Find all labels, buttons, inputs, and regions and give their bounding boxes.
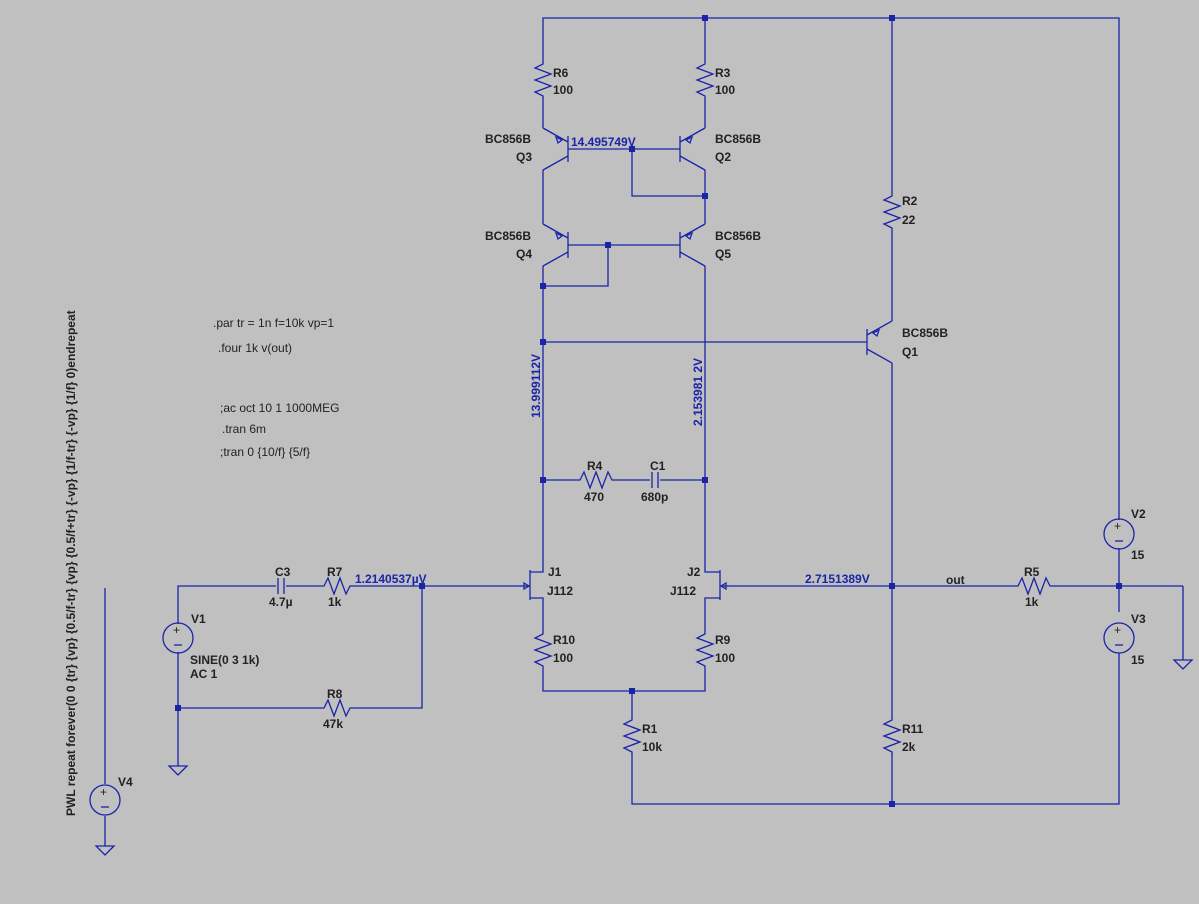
v2-ref: V2 (1131, 507, 1146, 521)
q1-model: BC856B (902, 326, 948, 340)
voltage-source-v1[interactable]: + V1 SINE(0 3 1k) AC 1 (162, 612, 259, 681)
directive-ac[interactable]: ;ac oct 10 1 1000MEG (220, 401, 339, 415)
voltage-left-branch: 13.999112V (529, 354, 543, 418)
jfet-j1[interactable]: J1 J112 (520, 560, 573, 610)
voltage-source-v3[interactable]: + V3 15 (1103, 612, 1146, 667)
c3-value: 4.7µ (269, 595, 293, 609)
v4-plus-icon: + (100, 785, 107, 799)
r9-ref: R9 (715, 633, 731, 647)
r3-value: 100 (715, 83, 735, 97)
wires (104, 17, 1184, 846)
voltage-input-node: 1.2140537µV (355, 572, 427, 586)
r1-ref: R1 (642, 722, 658, 736)
j2-ref: J2 (687, 565, 701, 579)
q4-model: BC856B (485, 229, 531, 243)
v2-plus-icon: + (1114, 519, 1121, 533)
resistor-r8[interactable]: R8 47k (318, 687, 356, 731)
r8-value: 47k (323, 717, 343, 731)
c1-value: 680p (641, 490, 668, 504)
r6-ref: R6 (553, 66, 569, 80)
transistor-q1[interactable]: BC856B Q1 (866, 318, 948, 366)
r2-value: 22 (902, 213, 916, 227)
r1-value: 10k (642, 740, 662, 754)
transistor-q3[interactable]: BC856B Q3 (485, 124, 569, 174)
resistor-r3[interactable]: R3 100 (695, 56, 735, 106)
r7-ref: R7 (327, 565, 343, 579)
voltage-q3-base: 14.495749V (571, 135, 636, 149)
transistor-q5[interactable]: BC856B Q5 (679, 222, 761, 268)
r4-value: 470 (584, 490, 604, 504)
voltage-output-node: 2.7151389V (805, 572, 870, 586)
resistor-r11[interactable]: R11 2k (882, 712, 924, 762)
directive-tran-alt[interactable]: ;tran 0 {10/f} {5/f} (220, 445, 310, 459)
q2-ref: Q2 (715, 150, 731, 164)
c3-ref: C3 (275, 565, 291, 579)
r5-ref: R5 (1024, 565, 1040, 579)
capacitor-c3[interactable]: C3 4.7µ (269, 565, 293, 609)
v1-ref: V1 (191, 612, 206, 626)
v4-pwl-value: PWL repeat forever(0 0 {tr} {vp} {0.5/f-… (64, 310, 78, 816)
directive-tran[interactable]: .tran 6m (222, 422, 266, 436)
j2-model: J112 (670, 584, 696, 598)
r9-value: 100 (715, 651, 735, 665)
v3-ref: V3 (1131, 612, 1146, 626)
jfet-j2[interactable]: J2 J112 (670, 560, 730, 610)
junction-dots (175, 15, 1122, 807)
resistor-r5[interactable]: R5 1k (1010, 565, 1060, 609)
resistor-r2[interactable]: R2 22 (882, 188, 918, 238)
voltage-right-branch: 2.153981 2V (691, 358, 705, 426)
r4-ref: R4 (587, 459, 603, 473)
resistor-r9[interactable]: R9 100 (695, 626, 735, 676)
voltage-source-v2[interactable]: + V2 15 (1103, 507, 1146, 562)
q3-model: BC856B (485, 132, 531, 146)
v2-value: 15 (1131, 548, 1145, 562)
spice-directives: .par tr = 1n f=10k vp=1 .four 1k v(out) … (213, 316, 339, 459)
r11-value: 2k (902, 740, 916, 754)
r7-value: 1k (328, 595, 342, 609)
r3-ref: R3 (715, 66, 731, 80)
v1-line2: AC 1 (190, 667, 218, 681)
r10-ref: R10 (553, 633, 575, 647)
resistor-r4[interactable]: R4 470 (572, 459, 618, 504)
v1-plus-icon: + (173, 623, 180, 637)
c1-ref: C1 (650, 459, 666, 473)
directive-four[interactable]: .four 1k v(out) (218, 341, 292, 355)
j1-ref: J1 (548, 565, 562, 579)
transistor-q2[interactable]: BC856B Q2 (679, 124, 761, 174)
j1-model: J112 (547, 584, 573, 598)
capacitor-c1[interactable]: C1 680p (641, 459, 668, 504)
resistor-r6[interactable]: R6 100 (533, 56, 573, 106)
q5-ref: Q5 (715, 247, 731, 261)
v1-line1: SINE(0 3 1k) (190, 653, 259, 667)
q1-ref: Q1 (902, 345, 918, 359)
r6-value: 100 (553, 83, 573, 97)
directive-par[interactable]: .par tr = 1n f=10k vp=1 (213, 316, 334, 330)
r10-value: 100 (553, 651, 573, 665)
q4-ref: Q4 (516, 247, 532, 261)
net-label-out: out (946, 573, 965, 587)
q5-model: BC856B (715, 229, 761, 243)
voltage-source-v4[interactable]: + V4 PWL repeat forever(0 0 {tr} {vp} {0… (64, 310, 133, 816)
r8-ref: R8 (327, 687, 343, 701)
v3-value: 15 (1131, 653, 1145, 667)
v3-plus-icon: + (1114, 623, 1121, 637)
transistor-q4[interactable]: BC856B Q4 (485, 222, 569, 268)
resistor-r10[interactable]: R10 100 (533, 626, 575, 676)
resistor-r7[interactable]: R7 1k (318, 565, 356, 609)
v4-ref: V4 (118, 775, 133, 789)
r11-ref: R11 (902, 722, 924, 736)
r2-ref: R2 (902, 194, 918, 208)
q3-ref: Q3 (516, 150, 532, 164)
q2-model: BC856B (715, 132, 761, 146)
resistor-r1[interactable]: R1 10k (622, 712, 662, 762)
r5-value: 1k (1025, 595, 1039, 609)
ground-icon (94, 659, 1194, 856)
